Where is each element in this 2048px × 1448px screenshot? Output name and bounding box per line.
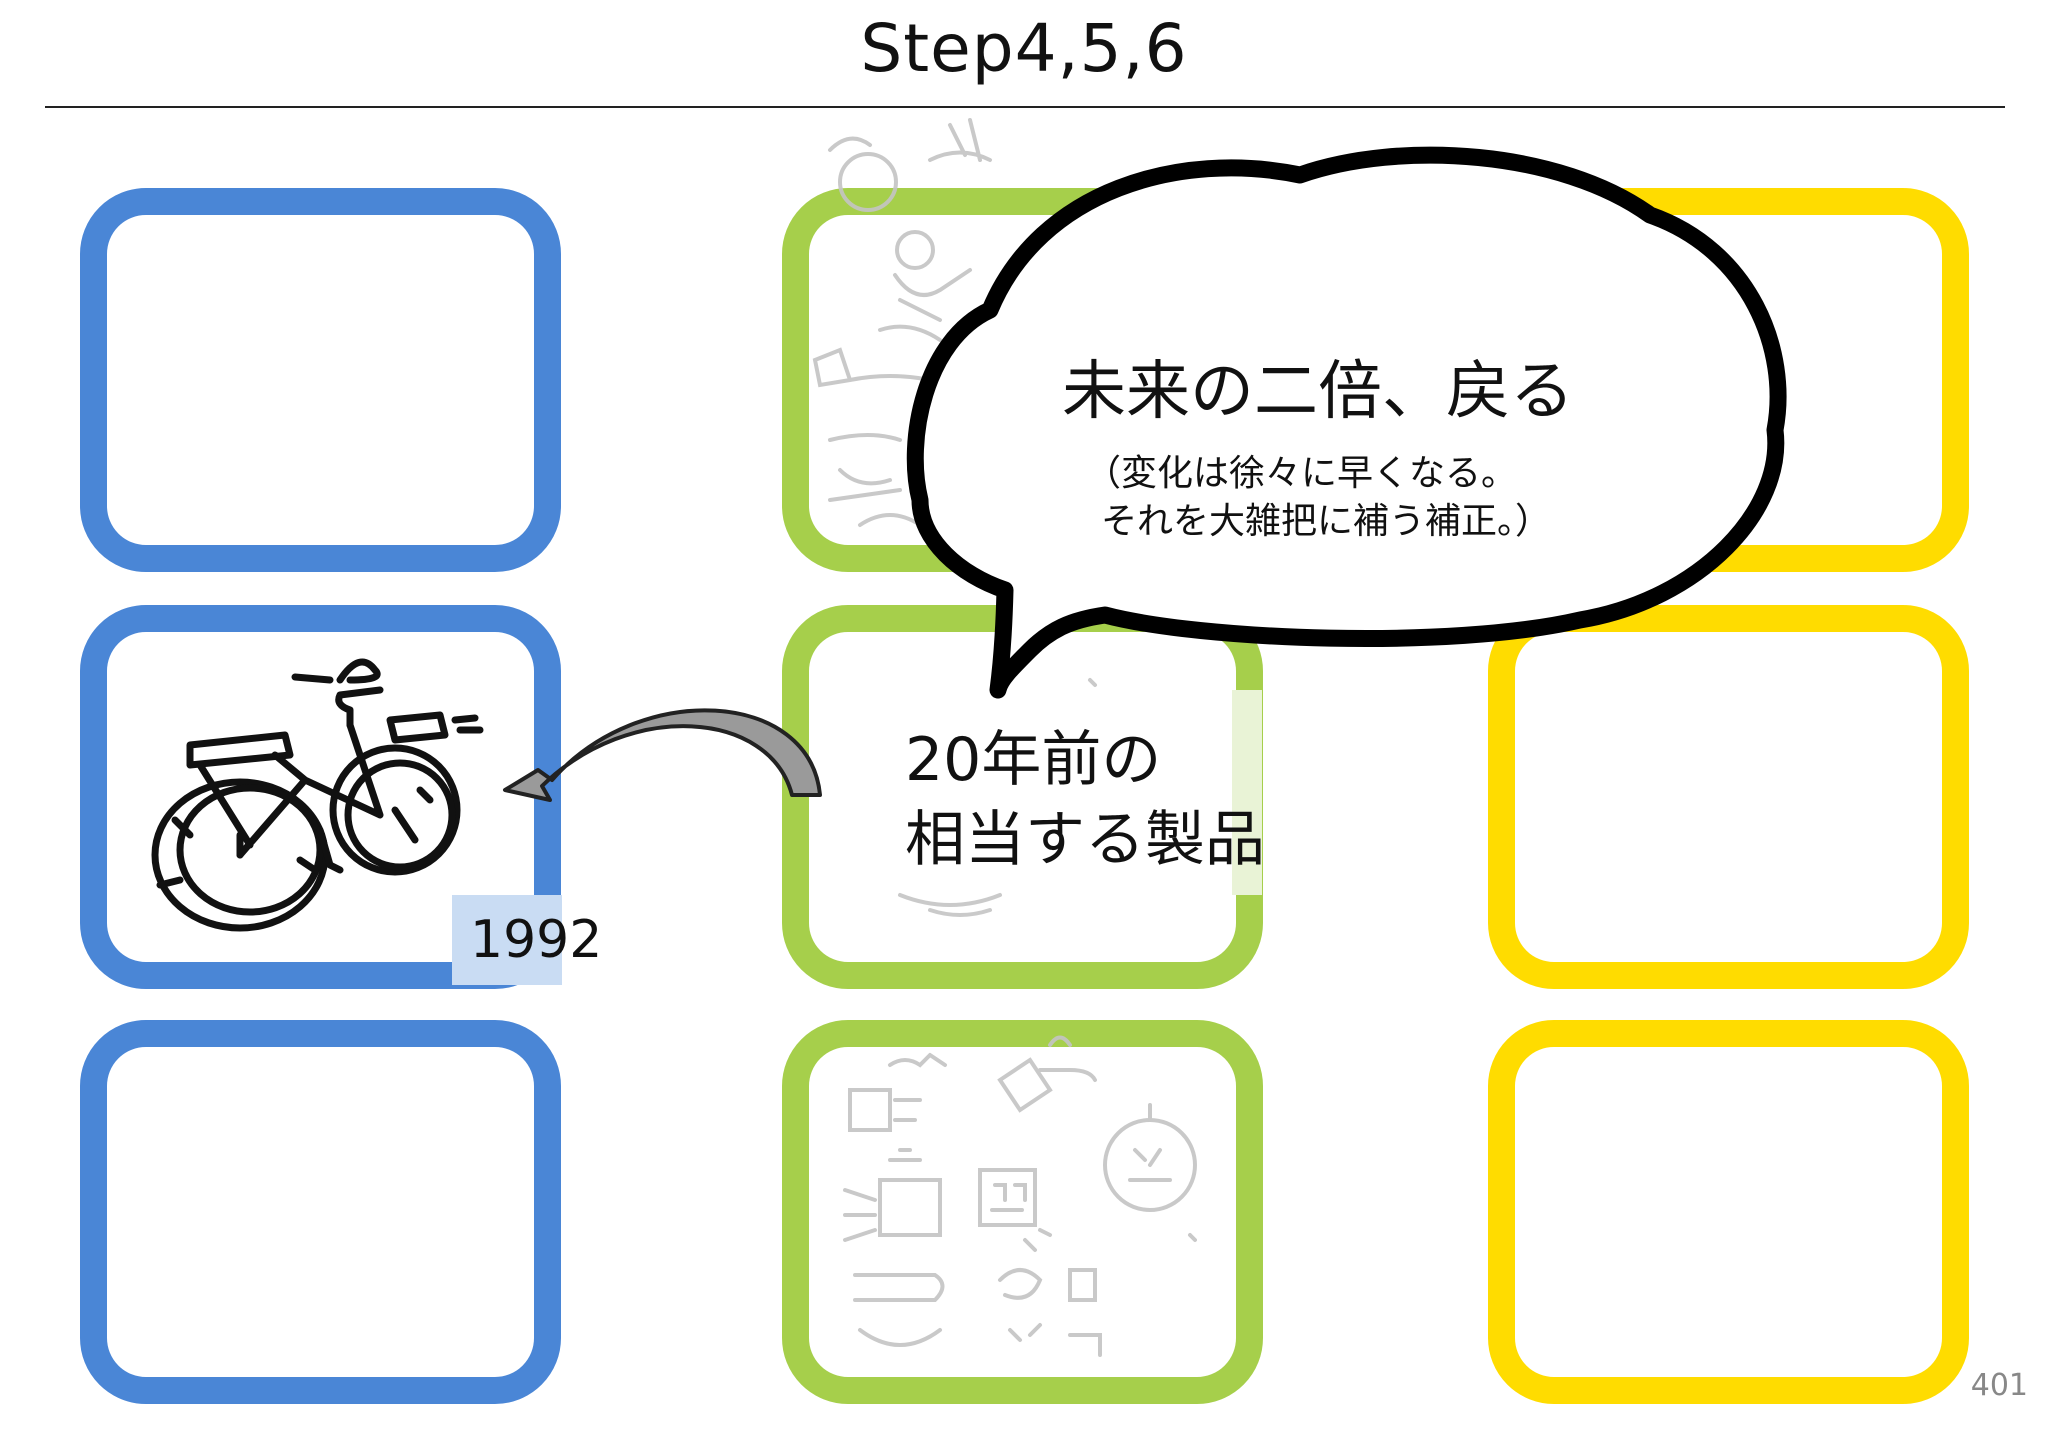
bubble-sub-line-1: （変化は徐々に早くなる。 xyxy=(1085,453,1518,494)
product-label-line-1: 20年前の xyxy=(905,725,1162,795)
page-number: 401 xyxy=(1970,1368,2028,1403)
title-divider xyxy=(45,106,2005,108)
bubble-sub-line-2: それを大雑把に補う補正。） xyxy=(1101,501,1552,542)
bubble-sub-text: （変化は徐々に早くなる。 それを大雑把に補う補正。） xyxy=(1085,450,1551,546)
box-border-highlight xyxy=(1232,690,1262,895)
past-box-top xyxy=(80,188,561,572)
product-label-line-2: 相当する製品 xyxy=(905,805,1265,875)
speech-bubble xyxy=(906,146,1787,699)
bicycle-icon xyxy=(151,658,484,932)
past-box-bottom xyxy=(80,1020,561,1404)
future-box-bottom xyxy=(1488,1020,1969,1404)
page-title: Step4,5,6 xyxy=(860,10,1188,87)
present-box-bottom xyxy=(782,1020,1263,1404)
future-box-middle xyxy=(1488,605,1969,989)
year-label: 1992 xyxy=(470,910,603,970)
year-highlight xyxy=(452,895,562,985)
faint-sketch-icon xyxy=(812,118,1197,1357)
bubble-main-text: 未来の二倍、戻る xyxy=(1062,355,1574,429)
product-label: 20年前の 相当する製品 xyxy=(905,720,1265,880)
curved-arrow-icon xyxy=(503,708,822,802)
